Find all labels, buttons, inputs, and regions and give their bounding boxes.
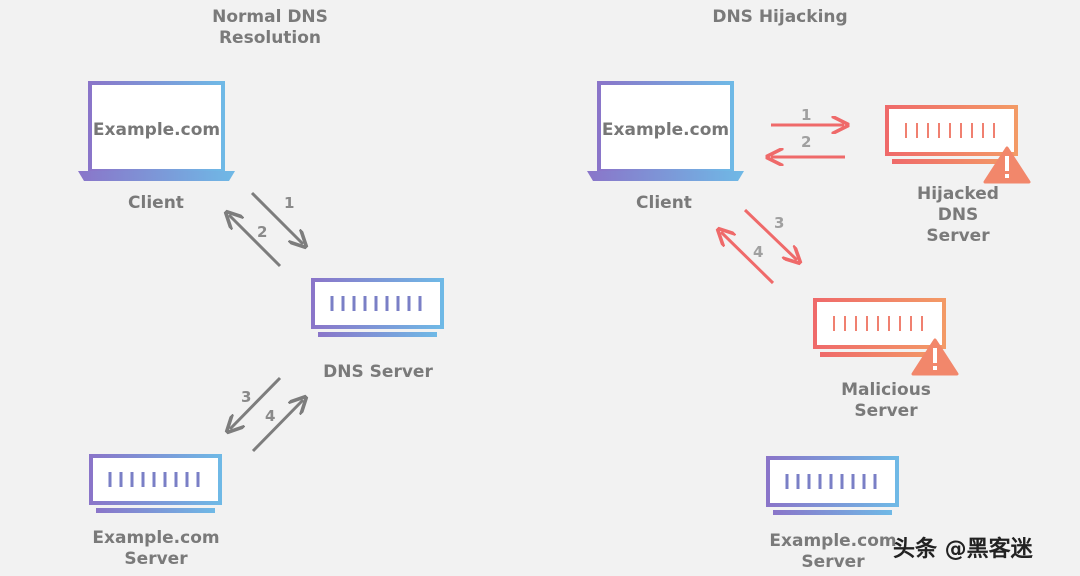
right-step-4: 4 <box>753 243 764 261</box>
hijacked-dns-server-icon <box>885 105 1018 164</box>
malicious-warning-icon <box>911 338 959 376</box>
left-step-1: 1 <box>284 194 295 212</box>
right-client-label: Client <box>636 193 692 213</box>
watermark-text: 头条 @黑客迷 <box>893 537 1033 562</box>
right-laptop-screen-text: Example.com <box>601 120 730 140</box>
left-client-label: Client <box>128 193 184 213</box>
left-dns-server-icon <box>311 278 444 337</box>
left-arrow-4 <box>251 400 303 453</box>
left-dns-server-label: DNS Server <box>323 362 433 382</box>
right-arrow-4 <box>721 232 775 285</box>
left-title: Normal DNS Resolution <box>212 7 328 48</box>
right-arrow-3 <box>743 208 797 260</box>
right-client-laptop-icon <box>587 81 744 181</box>
hijacked-dns-server-label: Hijacked DNS Server <box>917 184 999 246</box>
hijacked-warning-icon <box>983 146 1031 184</box>
right-step-1: 1 <box>801 106 812 124</box>
malicious-server-label: Malicious Server <box>841 380 931 421</box>
left-example-server-label: Example.com Server <box>92 528 220 569</box>
left-step-4: 4 <box>265 407 276 425</box>
right-example-server-icon <box>766 456 899 515</box>
left-client-laptop-icon <box>78 81 235 181</box>
left-arrow-3 <box>230 376 282 429</box>
right-title: DNS Hijacking <box>712 7 848 27</box>
left-laptop-screen-text: Example.com <box>92 120 221 140</box>
right-step-2: 2 <box>801 133 812 151</box>
left-step-2: 2 <box>257 223 268 241</box>
left-step-3: 3 <box>241 388 252 406</box>
left-arrow-2 <box>229 215 282 268</box>
left-example-server-icon <box>89 454 222 513</box>
malicious-server-icon <box>813 298 946 357</box>
right-example-server-label: Example.com Server <box>769 531 897 572</box>
right-step-3: 3 <box>774 214 785 232</box>
left-arrow-1 <box>250 191 303 244</box>
